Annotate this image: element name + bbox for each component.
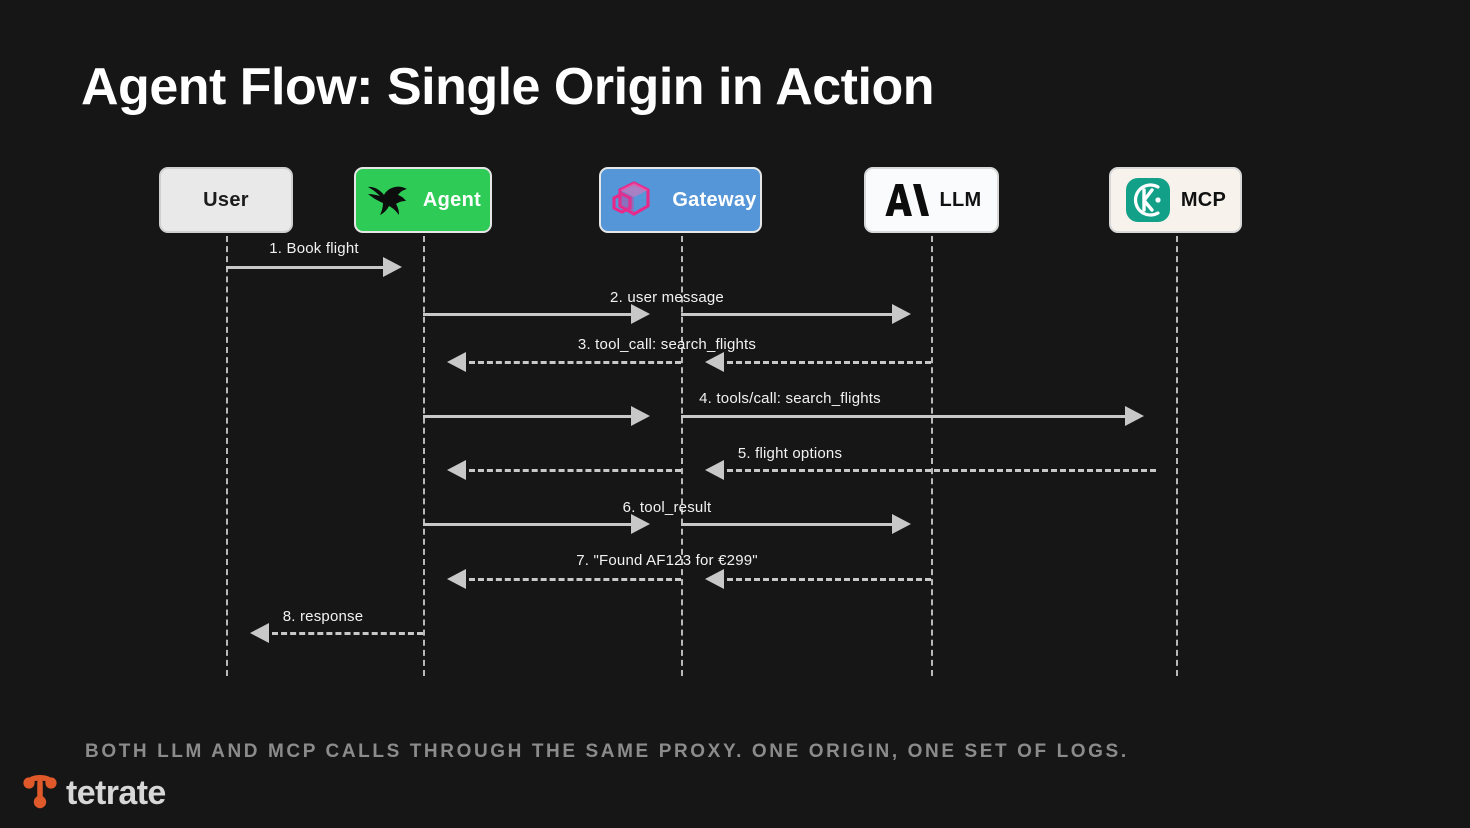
message-line-4a [423, 415, 631, 418]
message-arrowhead-6a [631, 514, 650, 534]
envoy-hexagon-icon [604, 177, 662, 223]
message-line-3a [469, 361, 681, 364]
participant-user-label: User [203, 188, 249, 211]
message-arrowhead-8 [250, 623, 269, 643]
message-arrowhead-7a [447, 569, 466, 589]
participant-user[interactable]: User [159, 167, 293, 233]
message-line-7a [469, 578, 681, 581]
participant-llm[interactable]: LLM [864, 167, 999, 233]
message-line-7b [727, 578, 931, 581]
langchain-bird-icon [365, 178, 413, 222]
participant-gateway-label: Gateway [672, 188, 757, 211]
tetrate-wordmark: tetrate [66, 774, 166, 812]
message-arrowhead-4a [631, 406, 650, 426]
message-line-6b [681, 523, 892, 526]
lifeline-agent [423, 236, 425, 676]
message-arrowhead-2a [631, 304, 650, 324]
participant-llm-label: LLM [939, 188, 982, 211]
message-arrowhead-2b [892, 304, 911, 324]
message-line-5b [727, 469, 1156, 472]
message-arrowhead-4b [1125, 406, 1144, 426]
lifeline-mcp [1176, 236, 1178, 676]
slide-caption: BOTH LLM AND MCP CALLS THROUGH THE SAME … [85, 741, 1129, 762]
message-label-2: 2. user message [610, 289, 724, 306]
tetrate-logo: tetrate [22, 772, 166, 815]
message-label-4: 4. tools/call: search_flights [699, 390, 881, 407]
participant-mcp-label: MCP [1180, 188, 1227, 211]
participant-mcp[interactable]: MCP [1109, 167, 1242, 233]
message-arrowhead-3b [705, 352, 724, 372]
lifeline-llm [931, 236, 933, 676]
anthropic-logo-icon [882, 180, 930, 220]
message-label-1: 1. Book flight [269, 240, 359, 257]
participant-gateway[interactable]: Gateway [599, 167, 762, 233]
message-line-2a [423, 313, 631, 316]
message-arrowhead-7b [705, 569, 724, 589]
message-label-6: 6. tool_result [622, 499, 712, 516]
participant-agent[interactable]: Agent [354, 167, 492, 233]
kagent-k-icon [1125, 177, 1171, 223]
message-line-3b [727, 361, 931, 364]
message-arrowhead-1 [383, 257, 402, 277]
message-line-8 [272, 632, 423, 635]
message-label-5: 5. flight options [737, 445, 843, 462]
message-label-7: 7. "Found AF123 for €299" [576, 552, 758, 569]
lifeline-user [226, 236, 228, 676]
page-title: Agent Flow: Single Origin in Action [81, 58, 934, 116]
message-line-5a [469, 469, 681, 472]
message-line-4b [681, 415, 1125, 418]
participant-agent-label: Agent [422, 188, 482, 211]
lifeline-gateway [681, 236, 683, 676]
message-arrowhead-6b [892, 514, 911, 534]
message-arrowhead-3a [447, 352, 466, 372]
message-line-2b [681, 313, 892, 316]
message-label-8: 8. response [282, 608, 364, 625]
message-line-1 [226, 266, 383, 269]
message-line-6a [423, 523, 631, 526]
message-label-3: 3. tool_call: search_flights [577, 336, 757, 353]
tetrate-mark-icon [22, 772, 58, 815]
message-arrowhead-5b [705, 460, 724, 480]
message-arrowhead-5a [447, 460, 466, 480]
